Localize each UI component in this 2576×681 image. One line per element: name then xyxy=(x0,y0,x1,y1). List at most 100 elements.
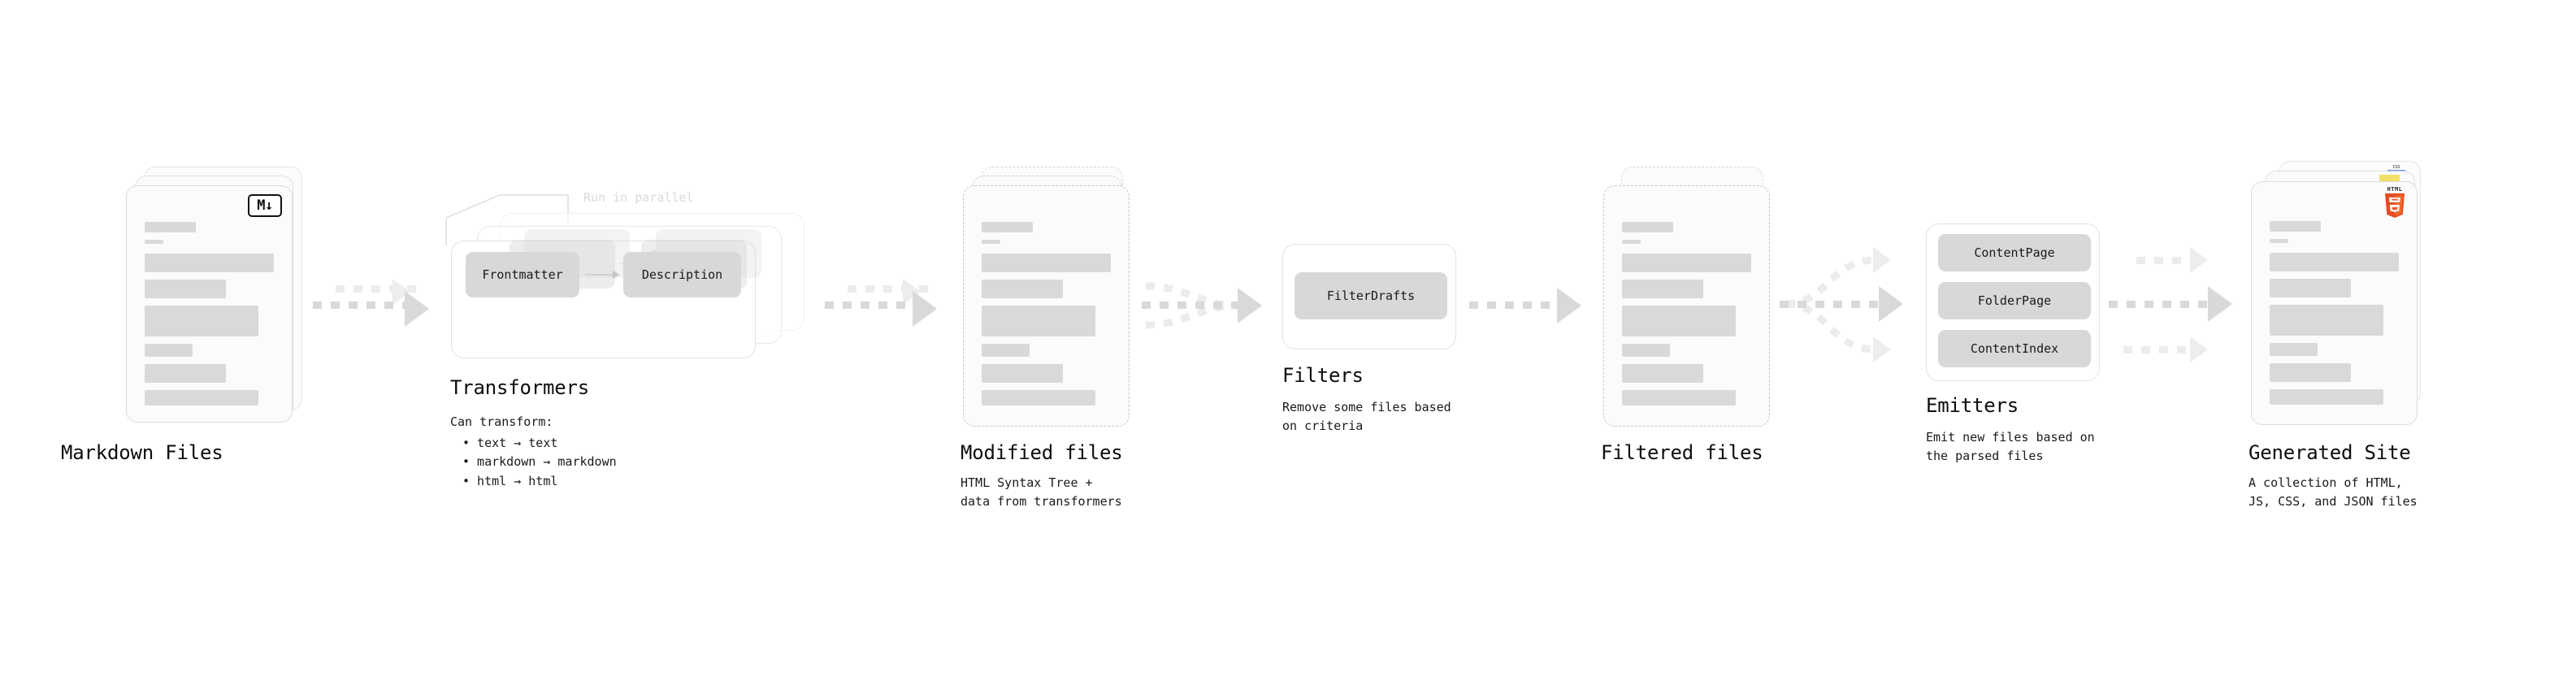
transformer-inner-arrow xyxy=(585,271,620,279)
page-title: Filters xyxy=(1282,364,1364,387)
content-bar xyxy=(145,364,227,383)
content-bar xyxy=(1622,344,1670,357)
dashed-line xyxy=(336,285,423,293)
stage-subtitle: HTML Syntax Tree + data from transformer… xyxy=(961,475,1122,510)
connector-markdown-to-transformers xyxy=(313,279,439,337)
stage-subtitle: Remove some files based on criteria xyxy=(1282,400,1451,434)
connector-filters-to-filtered xyxy=(1469,288,1591,332)
content-bar xyxy=(2270,343,2318,356)
dashed-line xyxy=(1142,301,1243,309)
doc-content xyxy=(1622,222,1751,413)
arrow-head xyxy=(1873,336,1891,362)
markdown-icon-arrow: ↓ xyxy=(265,197,273,214)
modified-doc-stack xyxy=(963,167,1138,427)
page-title: Filtered files xyxy=(1601,441,1763,464)
content-bar xyxy=(2270,239,2288,243)
transform-bullet-list: • text → text • markdown → markdown • ht… xyxy=(462,434,617,491)
content-bar xyxy=(1622,240,1641,244)
page-title: Modified files xyxy=(961,441,1123,464)
page-title: Emitters xyxy=(1926,394,2019,417)
stage-subtitle: Can transform: xyxy=(450,414,553,429)
doc-content xyxy=(145,222,274,413)
html5-shield xyxy=(2383,193,2406,219)
content-bar xyxy=(2270,389,2383,405)
html5-icon: HTML xyxy=(2381,187,2409,219)
content-bar xyxy=(2270,221,2321,232)
stage-markdown-files: M↓ Markdown Files xyxy=(61,167,302,464)
emitter-pill-folderpage[interactable]: FolderPage xyxy=(1938,282,2091,319)
content-bar xyxy=(145,344,193,357)
markdown-icon: M↓ xyxy=(248,194,282,217)
html5-icon-label: HTML xyxy=(2387,186,2403,193)
doc-card-front xyxy=(963,185,1130,427)
arrow-head xyxy=(913,291,937,327)
content-bar xyxy=(2270,253,2399,271)
content-bar xyxy=(1622,280,1704,298)
content-bar xyxy=(982,254,1111,272)
site-doc-stack: CSS HTML xyxy=(2251,161,2426,425)
list-item: • markdown → markdown xyxy=(462,454,617,470)
stage-subtitle: Emit new files based on the parsed files xyxy=(1926,430,2095,464)
transformer-pill-description[interactable]: Description xyxy=(623,252,741,297)
doc-card-front xyxy=(1603,185,1770,427)
parallel-label: Run in parallel xyxy=(583,190,694,205)
emitter-pill-contentindex[interactable]: ContentIndex xyxy=(1938,330,2091,367)
content-bar xyxy=(2270,305,2383,336)
doc-content xyxy=(2270,221,2399,412)
connector-emitters-to-site xyxy=(2109,236,2259,374)
arrow-head xyxy=(1557,288,1581,323)
doc-card-front: M↓ xyxy=(126,185,293,423)
content-bar xyxy=(1622,306,1736,336)
content-bar xyxy=(1622,222,1673,232)
doc-card-front-html: HTML xyxy=(2251,181,2418,425)
filter-pill-filterdrafts[interactable]: FilterDrafts xyxy=(1295,272,1447,319)
list-item: • html → html xyxy=(462,473,558,488)
doc-content xyxy=(982,222,1111,413)
arrow-head xyxy=(2208,286,2232,322)
arrow-head xyxy=(1879,286,1903,322)
filtered-doc-stack xyxy=(1603,167,1778,427)
parallel-bracket-icon xyxy=(445,194,569,245)
list-item: • text → text xyxy=(462,436,558,450)
dashed-line xyxy=(1469,301,1565,309)
content-bar xyxy=(145,280,227,298)
arrow-head xyxy=(405,291,429,327)
page-title: Transformers xyxy=(450,376,589,399)
emitter-pill-contentpage[interactable]: ContentPage xyxy=(1938,234,2091,271)
content-bar xyxy=(1622,364,1704,383)
dashed-line xyxy=(313,301,415,309)
connector-modified-to-filters xyxy=(1142,268,1280,349)
css-icon-label: CSS xyxy=(2392,165,2400,170)
content-bar xyxy=(982,364,1064,383)
content-bar xyxy=(982,280,1064,298)
content-bar xyxy=(982,390,1095,406)
arrow-head xyxy=(2190,336,2208,362)
dashed-line xyxy=(2136,257,2193,264)
content-bar xyxy=(1622,254,1751,272)
content-bar xyxy=(982,222,1033,232)
dashed-line xyxy=(848,285,929,293)
stage-filtered-files: Filtered files xyxy=(1601,167,1778,464)
stage-generated-site: CSS HTML xyxy=(2249,161,2426,509)
transformer-pill-frontmatter[interactable]: Frontmatter xyxy=(466,252,579,297)
content-bar xyxy=(145,240,163,244)
dashed-line xyxy=(1780,301,1885,308)
connector-transformers-to-modified xyxy=(825,279,951,337)
arrow-head xyxy=(1873,247,1891,273)
content-bar xyxy=(982,240,1000,244)
dashed-line xyxy=(2109,301,2214,308)
stage-subtitle: A collection of HTML, JS, CSS, and JSON … xyxy=(2249,475,2418,510)
page-title: Markdown Files xyxy=(61,441,223,464)
content-bar xyxy=(982,344,1030,357)
connector-filtered-to-emitters xyxy=(1780,236,1938,374)
content-bar xyxy=(982,306,1095,336)
arrow-head xyxy=(2190,247,2208,273)
content-bar xyxy=(145,222,196,232)
markdown-doc-stack: M↓ xyxy=(126,167,302,423)
arrow-head xyxy=(1238,288,1262,323)
stage-modified-files: Modified files HTML Syntax Tree + data f… xyxy=(961,167,1138,509)
content-bar xyxy=(145,390,258,406)
dashed-line xyxy=(825,301,922,309)
markdown-icon-letter: M xyxy=(257,197,265,214)
content-bar xyxy=(2270,279,2352,297)
